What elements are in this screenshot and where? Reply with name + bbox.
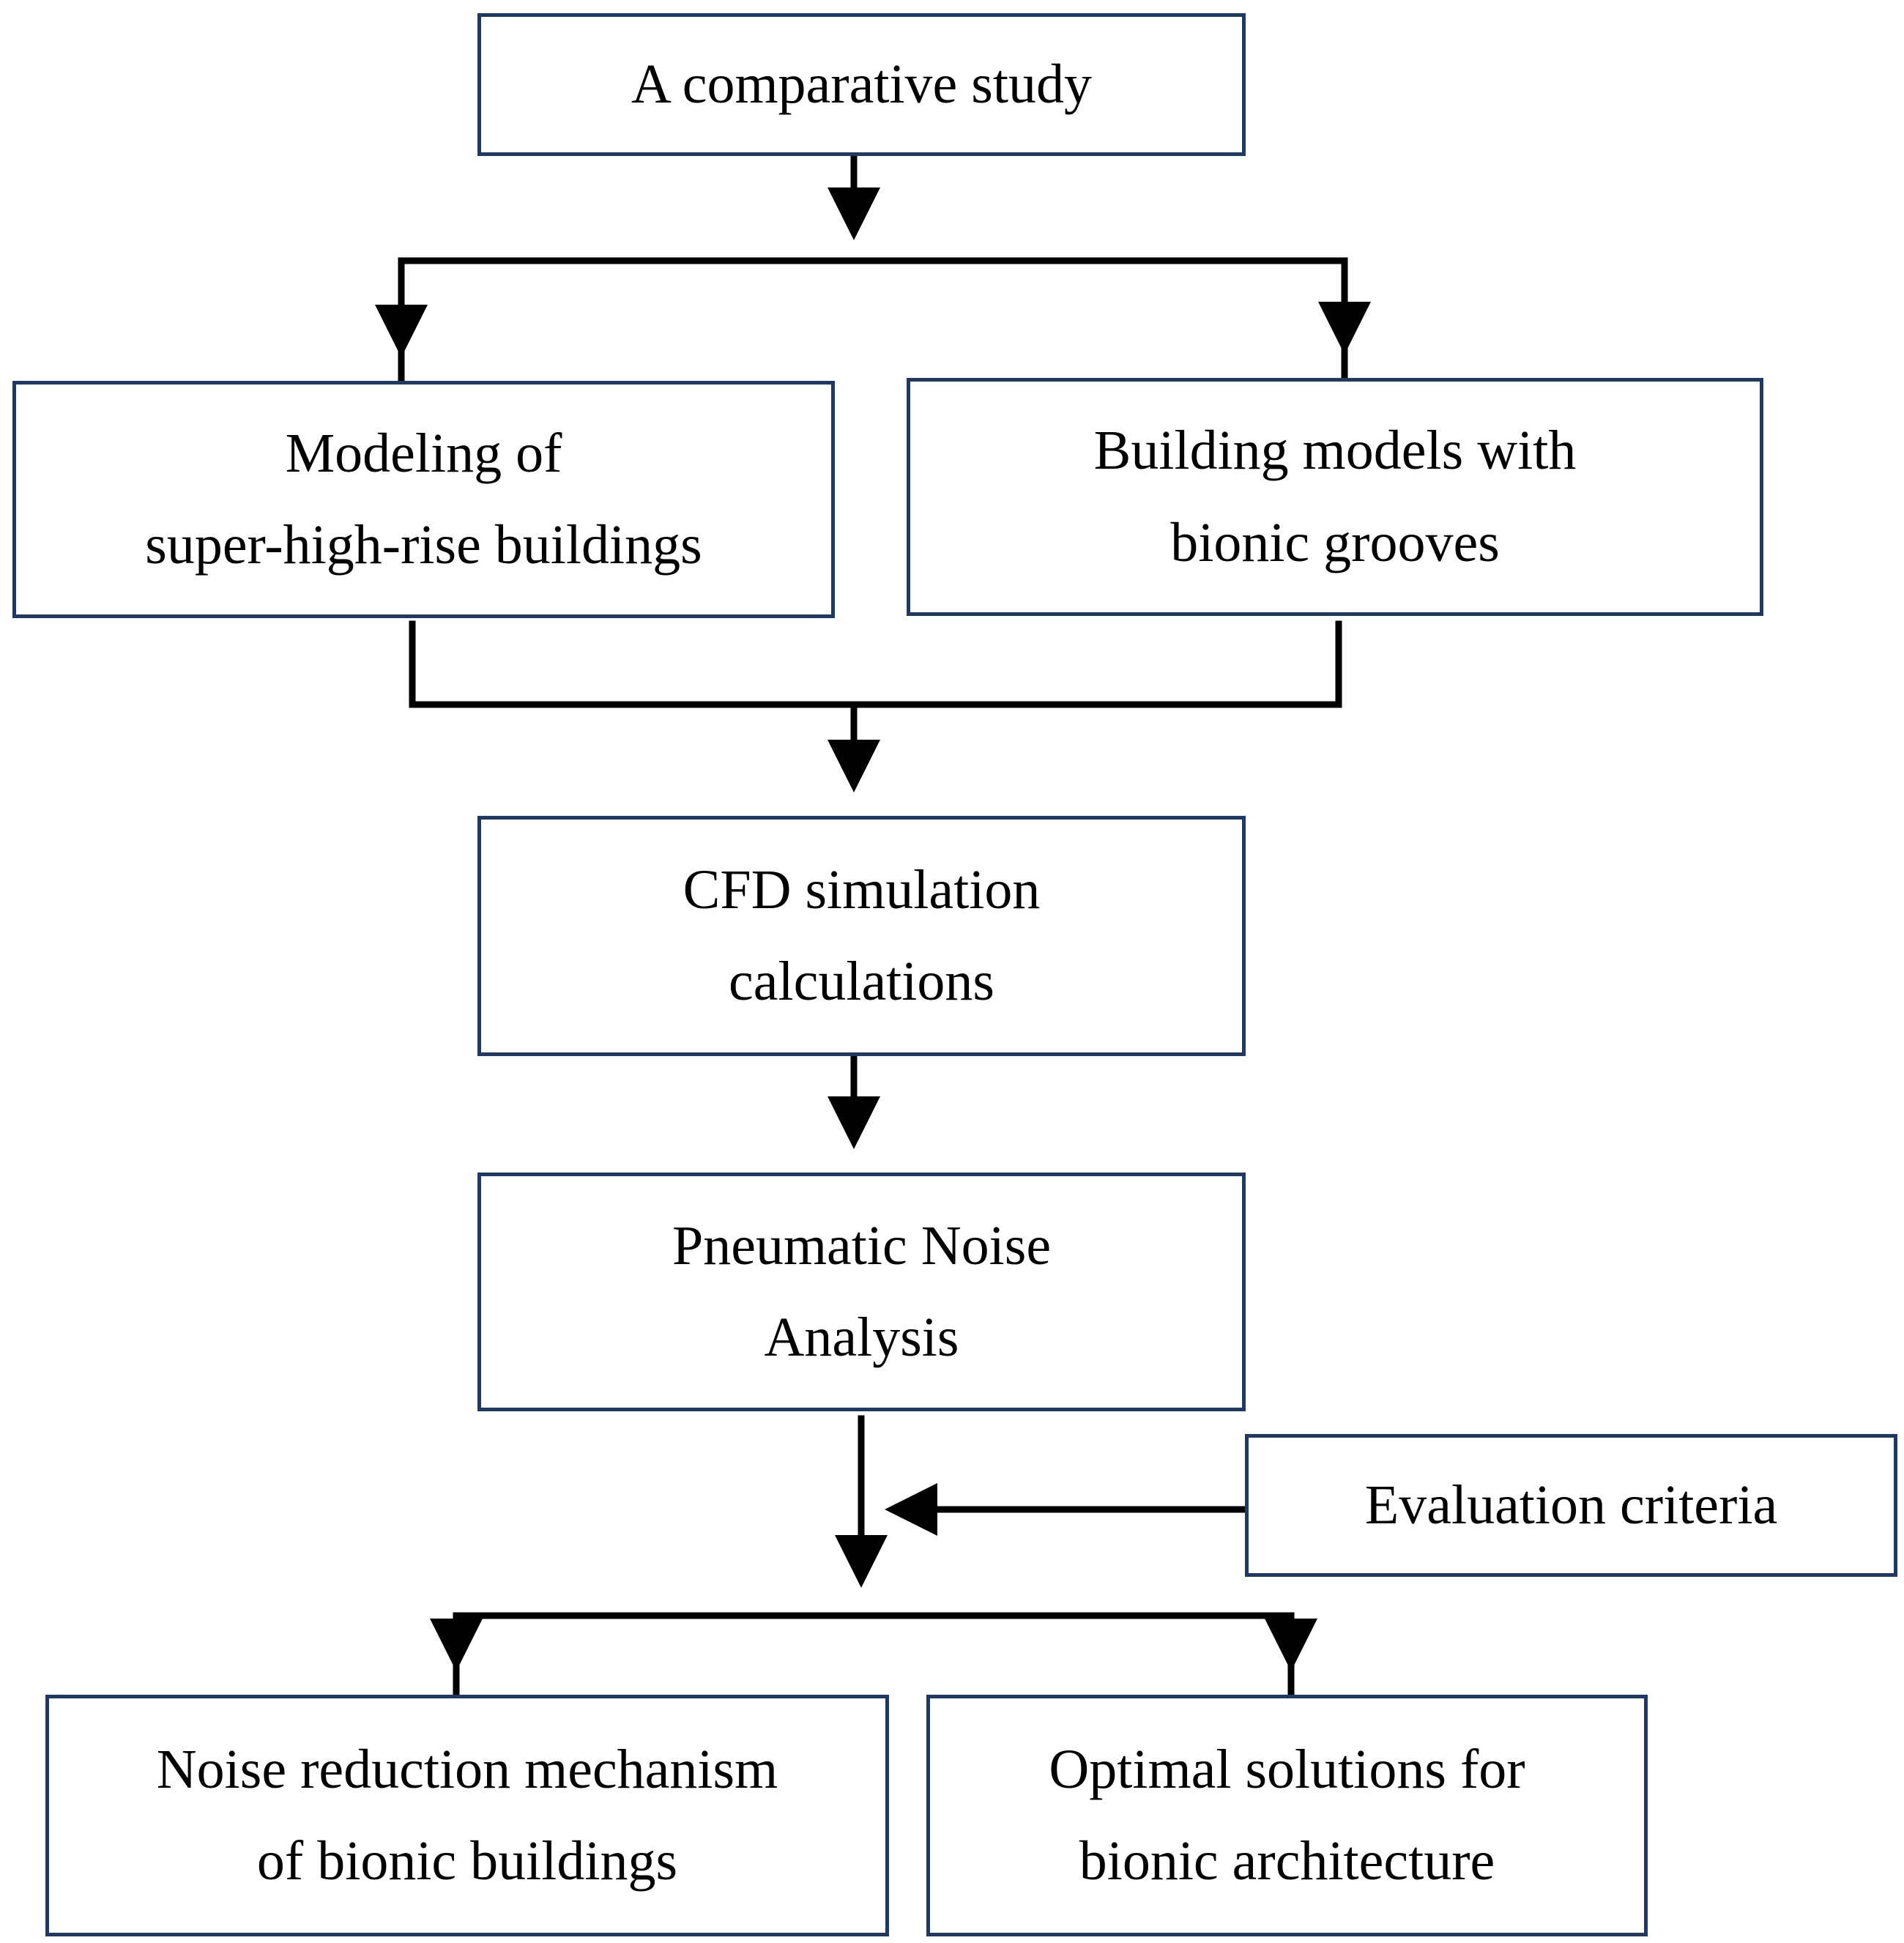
node-text: super-high-rise buildings: [145, 514, 702, 576]
node-modeling: Modeling of super-high-rise buildings: [12, 381, 835, 618]
node-text: CFD simulation: [683, 858, 1041, 921]
node-optimal: Optimal solutions for bionic architectur…: [926, 1695, 1648, 1936]
node-text: Building models with: [1093, 420, 1577, 482]
node-text: calculations: [729, 951, 994, 1012]
node-text: Modeling of: [285, 422, 562, 484]
node-bionic-models: Building models with bionic grooves: [907, 378, 1763, 616]
node-mechanism: Noise reduction mechanism of bionic buil…: [45, 1695, 889, 1936]
node-text: bionic architecture: [1079, 1830, 1495, 1892]
node-text: Noise reduction mechanism: [156, 1738, 778, 1800]
node-text: of bionic buildings: [256, 1830, 678, 1892]
node-text: bionic grooves: [1170, 511, 1500, 573]
connector-top-split: [398, 257, 1348, 384]
node-text: Analysis: [764, 1307, 959, 1368]
node-text: Evaluation criteria: [1364, 1474, 1778, 1536]
connector-bottom-split: [453, 1612, 1295, 1698]
node-text: Pneumatic Noise: [672, 1214, 1052, 1277]
node-evaluation: Evaluation criteria: [1245, 1434, 1897, 1577]
node-noise-analysis: Pneumatic Noise Analysis: [477, 1173, 1246, 1411]
connector-merge: [409, 620, 1342, 708]
node-cfd: CFD simulation calculations: [477, 816, 1246, 1056]
node-text: A comparative study: [631, 53, 1092, 115]
node-comparative-study: A comparative study: [477, 13, 1246, 156]
node-text: Optimal solutions for: [1049, 1738, 1525, 1800]
